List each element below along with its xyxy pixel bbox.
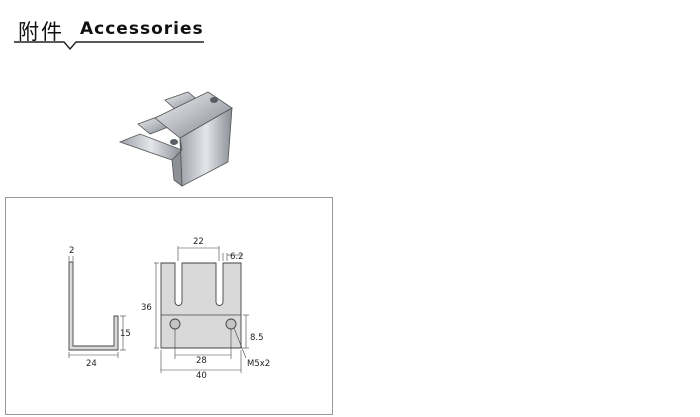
heading-chinese: 附件 [18,20,64,44]
dim-slot-width: 6.2 [230,252,244,262]
dim-side-width: 24 [86,359,97,369]
heading-english: Accessories [80,19,204,39]
hole-icon [170,139,178,145]
heading-underline [14,41,204,50]
technical-drawing: 2 24 15 [5,197,333,415]
dim-screw: M5x2 [247,359,270,369]
dim-side-height: 15 [120,329,131,339]
hole-icon [210,97,218,103]
hole-icon [225,318,237,330]
dim-slot-spacing: 22 [193,237,204,247]
front-view [160,262,242,349]
bracket-photo [118,91,233,187]
dim-front-height: 36 [141,303,152,313]
dim-front-width: 40 [196,371,207,381]
section-heading: 附件 Accessories [14,14,206,50]
side-view [68,256,126,358]
dim-thickness: 2 [69,246,74,256]
dim-hole-height: 8.5 [250,333,264,343]
hole-icon [169,318,181,330]
dim-hole-spacing: 28 [196,356,207,366]
